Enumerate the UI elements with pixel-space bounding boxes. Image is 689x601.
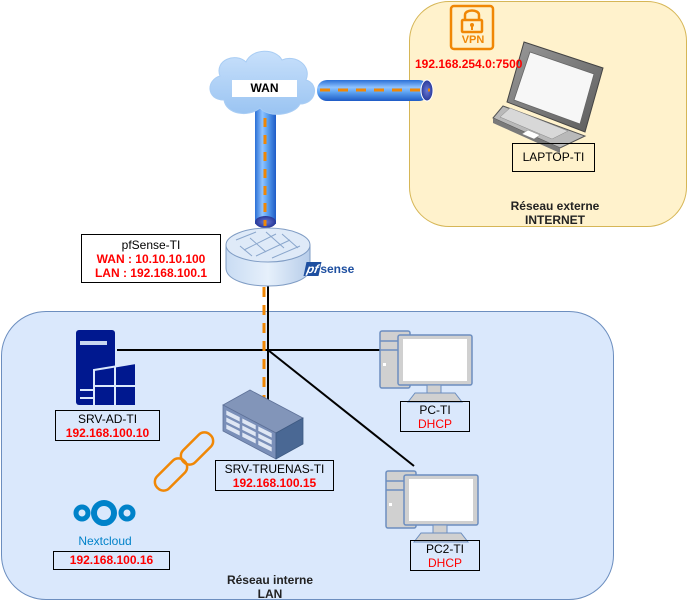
pfsense-logo-pf: pf [303,262,322,276]
firewall-name: pfSense-TI [121,238,181,252]
pc1-ip: DHCP [417,417,452,431]
srv-truenas-ip: 192.168.100.15 [232,476,317,490]
firewall-lan-ip: LAN : 192.168.100.1 [94,266,208,280]
pc2-icon [385,470,479,543]
laptop-icon [492,41,604,153]
laptop-label: LAPTOP-TI [512,143,595,172]
lan-links [117,285,415,467]
nextcloud-logo-icon [73,500,136,526]
lan-zone-label-line2: LAN [257,587,283,601]
srv-ad-label: SRV-AD-TI 192.168.100.10 [55,410,160,441]
nextcloud-ip: 192.168.100.16 [53,551,170,570]
pc2-name: PC2-TI [425,542,464,556]
pc1-name: PC-TI [419,403,451,417]
lan-zone-label-line1: Réseau interne [226,573,314,587]
pc2-label: PC2-TI DHCP [410,540,480,571]
srv-truenas-label: SRV-TRUENAS-TI 192.168.100.15 [215,460,334,491]
storage-server-icon [222,389,304,460]
internet-zone-label-line2: INTERNET [525,213,585,227]
pc2-ip: DHCP [427,556,462,570]
internet-zone-label: Réseau externe INTERNET [490,199,620,227]
srv-truenas-name: SRV-TRUENAS-TI [224,462,325,476]
wan-firewall-tunnel [255,100,276,228]
wan-cloud-label: WAN [232,80,297,97]
pfsense-logo-sense: sense [320,262,355,276]
nextcloud-logo-text: Nextcloud [78,534,132,548]
firewall-label: pfSense-TI WAN : 10.10.10.100 LAN : 192.… [81,234,221,283]
pc2-link [267,349,415,467]
internet-zone-label-line1: Réseau externe [510,199,600,213]
pc1-label: PC-TI DHCP [400,401,470,432]
srv-ad-name: SRV-AD-TI [77,412,138,426]
pfsense-logo: pfsense [303,262,355,276]
firewall-icon [225,227,311,287]
link-icon [153,431,215,492]
wan-vpn-tunnel [317,79,434,102]
srv-ad-ip: 192.168.100.10 [65,426,150,440]
firewall-wan-ip: WAN : 10.10.10.100 [96,252,206,266]
vpn-lock-icon [449,4,495,51]
lan-zone-label: Réseau interne LAN [205,573,335,601]
vpn-icon-label: VPN [461,34,485,46]
vpn-endpoint: 192.168.254.0:7500 [415,57,523,71]
pc1-icon [379,330,473,403]
windows-server-icon [76,330,137,407]
